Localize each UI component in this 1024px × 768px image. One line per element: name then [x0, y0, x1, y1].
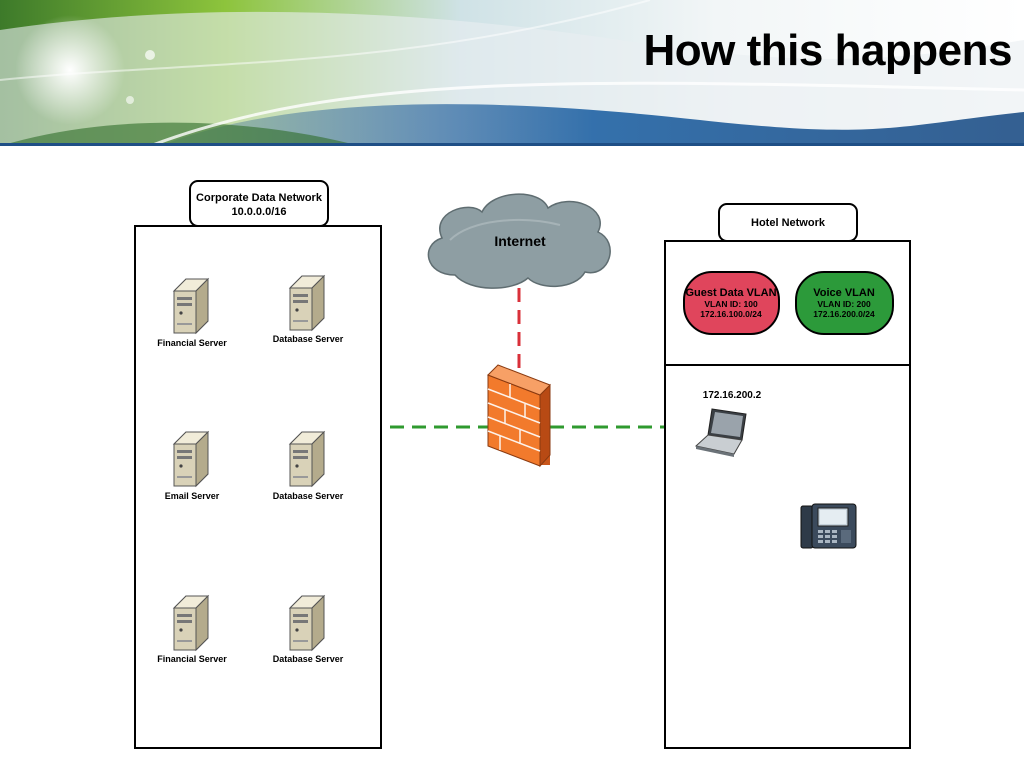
server-icon — [289, 431, 325, 487]
server-database-2: Database Server — [273, 431, 344, 501]
slide-title: How this happens — [643, 26, 1013, 75]
server-icon — [173, 431, 209, 487]
hotel-lan-panel — [664, 364, 911, 749]
server-financial-2: Financial Server — [157, 595, 227, 664]
svg-text:172.16.100.0/24: 172.16.100.0/24 — [700, 309, 762, 319]
svg-text:VLAN ID: 100: VLAN ID: 100 — [704, 299, 758, 309]
server-email: Email Server — [165, 431, 220, 501]
server-icon — [289, 595, 325, 651]
server-icon — [173, 595, 209, 651]
header-banner — [0, 0, 1024, 146]
server-label: Financial Server — [157, 654, 227, 664]
svg-text:Voice VLAN: Voice VLAN — [813, 287, 875, 299]
server-label: Financial Server — [157, 338, 227, 348]
voice-vlan: Voice VLAN VLAN ID: 200 172.16.200.0/24 — [795, 271, 894, 335]
internet-label: Internet — [494, 233, 546, 249]
guest-data-vlan: Guest Data VLAN VLAN ID: 100 172.16.100.… — [683, 271, 780, 335]
hotel-network: Hotel Network Guest Data VLAN VLAN ID: 1… — [664, 203, 911, 749]
corporate-network-label: Corporate Data Network — [196, 192, 323, 204]
corporate-network: Corporate Data Network 10.0.0.0/16 Finan… — [134, 180, 382, 749]
cloud-icon: Internet — [427, 193, 611, 289]
hotel-network-label: Hotel Network — [751, 217, 826, 229]
server-database-3: Database Server — [273, 595, 344, 664]
server-icon — [173, 278, 209, 334]
firewall-icon — [487, 364, 551, 468]
corporate-network-label-box — [189, 180, 329, 227]
server-database-1: Database Server — [273, 275, 344, 344]
laptop-icon — [694, 408, 747, 457]
svg-text:Guest Data VLAN: Guest Data VLAN — [685, 287, 776, 299]
server-financial-1: Financial Server — [157, 278, 227, 348]
server-label: Database Server — [273, 491, 344, 501]
svg-text:VLAN ID: 200: VLAN ID: 200 — [817, 299, 871, 309]
server-label: Email Server — [165, 491, 220, 501]
server-icon — [289, 275, 325, 331]
server-label: Database Server — [273, 654, 344, 664]
corporate-network-subnet: 10.0.0.0/16 — [231, 206, 286, 218]
server-label: Database Server — [273, 334, 344, 344]
svg-text:172.16.200.0/24: 172.16.200.0/24 — [813, 309, 875, 319]
ip-phone-icon — [800, 503, 857, 549]
laptop-ip-label: 172.16.200.2 — [703, 390, 762, 401]
